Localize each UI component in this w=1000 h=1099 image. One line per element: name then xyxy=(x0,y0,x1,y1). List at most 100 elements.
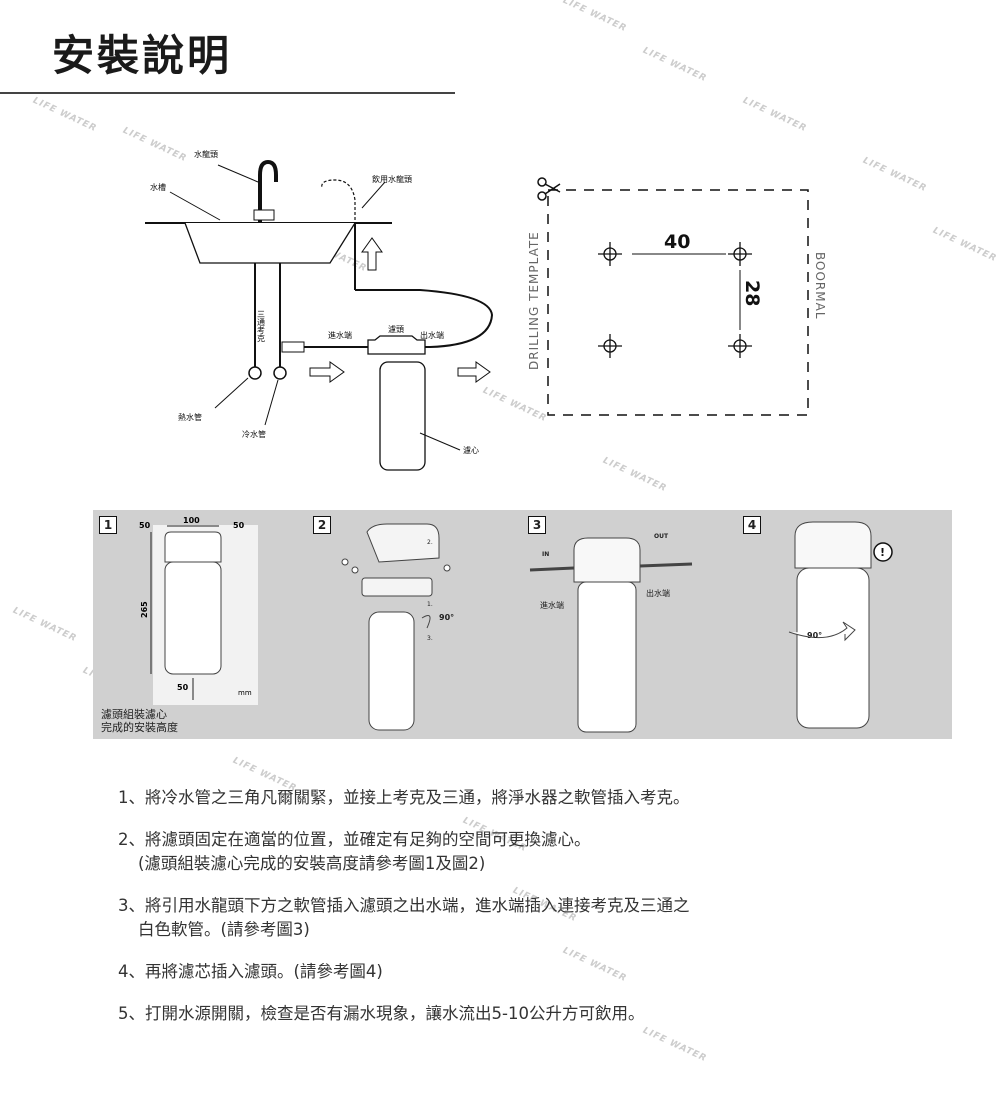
watermark: LIFE WATER xyxy=(641,45,709,85)
panel-caption: 濾頭組裝濾心 xyxy=(101,708,167,721)
faucet-shape xyxy=(258,159,278,223)
o-ring xyxy=(351,566,359,574)
filter-head xyxy=(794,521,872,569)
panel-caption: 完成的安裝高度 xyxy=(101,721,178,734)
alert-icon xyxy=(873,542,893,562)
template-side-label: BOORMAL xyxy=(813,252,827,320)
panel-number: 2 xyxy=(313,516,331,534)
inlet-tube xyxy=(529,566,575,572)
leader-line xyxy=(217,164,259,183)
drilling-template: 40 28 DRILLING TEMPLATE BOORMAL xyxy=(527,177,827,416)
filter-head-body xyxy=(361,577,433,597)
step-subtext: (濾頭組裝濾心完成的安裝高度請參考圖1及圖2) xyxy=(138,854,486,873)
panel-1-illustration: 100 50 50 265 50 mm xyxy=(139,516,258,705)
leader-line xyxy=(169,191,221,221)
step-panel-2: 2 1. 2. 3. 90° xyxy=(307,510,522,739)
step-text: 4、再將濾芯插入濾頭。(請參考圖4) xyxy=(118,962,383,981)
out-label: OUT xyxy=(654,533,669,540)
alert-mark: ! xyxy=(880,546,885,559)
filter-cartridge xyxy=(577,581,637,733)
watermark: LIFE WATER xyxy=(601,455,669,495)
rotation-angle: 90° xyxy=(439,613,454,622)
leader-line xyxy=(264,379,279,426)
label-drinking-faucet: 飲用水龍頭 xyxy=(372,174,412,184)
panel-4-illustration: ! 90° xyxy=(788,521,893,729)
filter-cartridge xyxy=(796,567,870,729)
label-outlet: 出水端 xyxy=(420,330,444,340)
rotation-angle: 90° xyxy=(807,631,822,640)
dimension-vertical: 28 xyxy=(741,280,763,306)
dimension-horizontal: 40 xyxy=(664,231,690,253)
dimension-bottom: 50 xyxy=(177,683,189,692)
step-item: 1、將冷水管之三角凡爾關緊，並接上考克及三通，將淨水器之軟管插入考克。 xyxy=(118,786,918,810)
drinking-faucet-shape xyxy=(321,179,356,220)
outlet-tube xyxy=(355,289,494,348)
filter-head xyxy=(367,335,426,355)
label-faucet: 水龍頭 xyxy=(194,149,218,159)
leader-line xyxy=(361,181,386,209)
step-item: 4、再將濾芯插入濾頭。(請參考圖4) xyxy=(118,960,918,984)
panel-number: 3 xyxy=(528,516,546,534)
o-ring xyxy=(443,564,451,572)
watermark: LIFE WATER xyxy=(11,605,79,645)
callout: 1. xyxy=(427,601,433,608)
panel-number: 1 xyxy=(99,516,117,534)
step-text: 2、將濾頭固定在適當的位置，並確定有足夠的空間可更換濾心。 xyxy=(118,830,591,849)
drill-hole xyxy=(728,334,752,358)
watermark: LIFE WATER xyxy=(561,0,629,35)
installation-diagram: 水龍頭 水槽 飲用水龍頭 三通考克 進水端 濾頭 出水端 熱水管 冷水管 濾心 xyxy=(145,149,494,471)
panel-3-illustration: IN OUT 進水端 出水端 xyxy=(529,533,693,733)
filter-cartridge xyxy=(368,611,415,731)
cold-valve xyxy=(273,366,287,380)
step-item: 5、打開水源開關，檢查是否有漏水現象，讓水流出5-10公升方可飲用。 xyxy=(118,1002,918,1026)
watermark: LIFE WATER xyxy=(31,95,99,135)
drill-hole xyxy=(728,242,752,266)
step-panel-4: 4 ! 90° xyxy=(737,510,952,739)
step-panel-1: 1 100 50 50 265 50 mm 濾頭組裝濾心 完成的安裝高度 xyxy=(93,510,308,739)
watermark: LIFE WATER xyxy=(861,155,929,195)
panel-number: 4 xyxy=(743,516,761,534)
label-cold-pipe: 冷水管 xyxy=(242,429,266,439)
page-title: 安裝說明 xyxy=(52,31,233,80)
filter-cartridge xyxy=(164,561,222,675)
flow-arrow-right xyxy=(457,361,491,383)
step-subtext: 白色軟管。(請參考圖3) xyxy=(138,920,310,939)
leader-line xyxy=(214,377,249,409)
template-side-label: DRILLING TEMPLATE xyxy=(527,231,541,370)
panel-2-illustration: 1. 2. 3. 90° xyxy=(341,523,454,731)
watermark: LIFE WATER xyxy=(741,95,809,135)
label-sink: 水槽 xyxy=(150,182,166,192)
title-divider xyxy=(0,92,455,94)
label-filter-head: 濾頭 xyxy=(388,324,404,334)
step-item: 3、將引用水龍頭下方之軟管插入濾頭之出水端，進水端插入連接考克及三通之白色軟管。… xyxy=(118,894,918,942)
step-item: 2、將濾頭固定在適當的位置，並確定有足夠的空間可更換濾心。 (濾頭組裝濾心完成的安… xyxy=(118,828,918,876)
step-panel-3: 3 IN OUT 進水端 出水端 xyxy=(522,510,737,739)
scissors-icon xyxy=(537,177,561,201)
in-label: IN xyxy=(542,551,549,558)
drill-hole xyxy=(598,242,622,266)
outlet-label: 出水端 xyxy=(646,588,670,598)
label-three-way-ball-valve: 三通考克 xyxy=(257,310,266,343)
dimension-top: 100 xyxy=(183,516,200,525)
outlet-tube xyxy=(639,562,693,568)
rotate-arrow xyxy=(421,615,431,629)
step-text: 1、將冷水管之三角凡爾關緊，並接上考克及三通，將淨水器之軟管插入考克。 xyxy=(118,788,690,807)
filter-cartridge xyxy=(379,361,426,471)
step-text: 5、打開水源開關，檢查是否有漏水現象，讓水流出5-10公升方可飲用。 xyxy=(118,1004,645,1023)
drill-hole xyxy=(598,334,622,358)
label-hot-pipe: 熱水管 xyxy=(178,412,202,422)
three-way-valve xyxy=(281,341,305,353)
leader-line xyxy=(419,432,461,451)
o-ring xyxy=(341,558,349,566)
watermark: LIFE WATER xyxy=(931,225,999,265)
faucet-body xyxy=(253,209,275,221)
dimension-right-top: 50 xyxy=(233,521,245,530)
inlet-label: 進水端 xyxy=(540,600,564,610)
template-border xyxy=(547,189,809,416)
label-inlet: 進水端 xyxy=(328,330,352,340)
label-cartridge: 濾心 xyxy=(463,445,479,455)
dimension-height: 265 xyxy=(140,601,149,618)
rotate-arrow xyxy=(788,621,856,642)
flow-arrow-up xyxy=(361,237,383,271)
flow-arrow-right xyxy=(309,361,345,383)
